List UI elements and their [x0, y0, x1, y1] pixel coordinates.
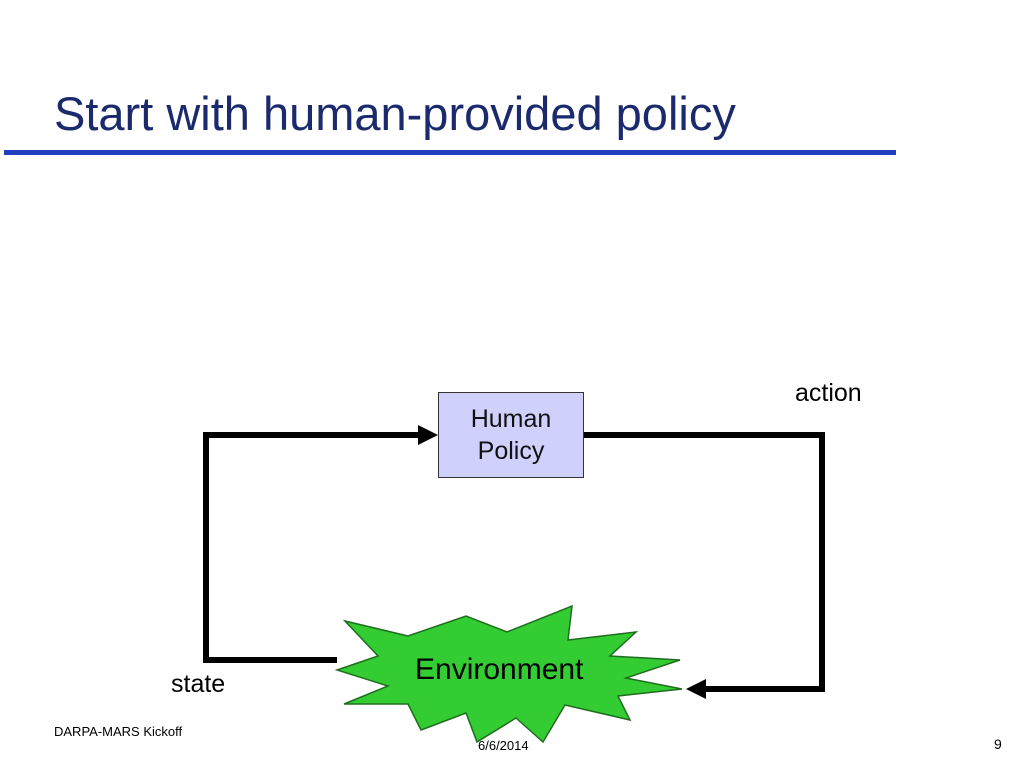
slide-title: Start with human-provided policy [54, 87, 736, 140]
state-connector-line [203, 432, 420, 663]
arrowhead-into-policy [418, 425, 438, 445]
slide-page-number: 9 [994, 736, 1002, 752]
title-underline [4, 150, 896, 155]
arrowhead-into-environment [686, 679, 706, 699]
environment-starburst [334, 604, 683, 744]
action-connector-line [584, 432, 825, 692]
footer-event-name: DARPA-MARS Kickoff [54, 724, 183, 739]
human-policy-box: Human Policy [438, 392, 584, 478]
environment-label: Environment [415, 653, 584, 686]
policy-box-line1: Human [470, 405, 552, 433]
footer-date: 6/6/2014 [478, 738, 529, 753]
policy-box-line2: Policy [477, 437, 545, 465]
action-label: action [795, 379, 862, 407]
state-label: state [171, 670, 226, 698]
